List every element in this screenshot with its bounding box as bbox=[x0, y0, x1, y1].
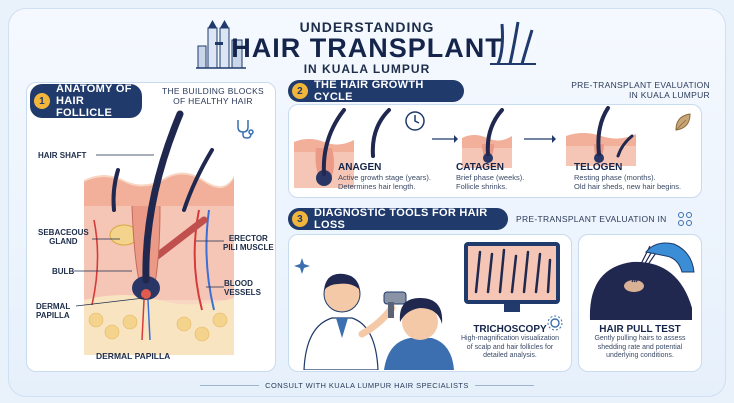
phase-telogen: TELOGEN Resting phase (months). Old hair… bbox=[574, 162, 700, 191]
tool-hair-pull-desc2: shedding rate and potential bbox=[597, 343, 683, 351]
section3-title: DIAGNOSTIC TOOLS FOR HAIR LOSS bbox=[314, 207, 488, 231]
label-dermal-papilla-side: DERMAL PAPILLA bbox=[36, 302, 70, 320]
hair-pull-illustration bbox=[589, 242, 695, 320]
arrow-right-icon bbox=[432, 135, 458, 143]
section2-number: 2 bbox=[292, 83, 308, 99]
leader-line-hair-shaft bbox=[96, 154, 154, 156]
section3-number: 3 bbox=[292, 211, 308, 227]
footer-divider-right bbox=[474, 385, 534, 386]
label-dermal-line1: DERMAL bbox=[36, 302, 71, 311]
follicle-anatomy-diagram bbox=[84, 110, 234, 355]
phase-telogen-desc1: Resting phase (months). bbox=[574, 173, 656, 182]
phase-anagen: ANAGEN Active growth stage (years). Dete… bbox=[338, 162, 458, 191]
title-top-line: UNDERSTANDING bbox=[299, 19, 435, 35]
anagen-hair-illustration bbox=[370, 108, 391, 158]
tool-trichoscopy: TRICHOSCOPY High-magnification visualiza… bbox=[452, 324, 568, 361]
section1-tagline-line1: THE BUILDING BLOCKS bbox=[161, 86, 265, 96]
catagen-illustration bbox=[462, 108, 512, 168]
leader-line-blood bbox=[206, 286, 224, 288]
phase-catagen: CATAGEN Brief phase (weeks). Follicle sh… bbox=[456, 162, 566, 191]
page-title: HAIR TRANSPLANT bbox=[231, 33, 503, 63]
label-erector-pili-muscle: ERECTOR PILI MUSCLE bbox=[223, 234, 274, 252]
tool-hair-pull-test: HAIR PULL TEST Gently pulling hairs to a… bbox=[582, 324, 698, 361]
tool-trichoscopy-desc3: detailed analysis. bbox=[483, 352, 537, 359]
phase-catagen-name: CATAGEN bbox=[456, 162, 504, 173]
label-sebaceous-line1: SEBACEOUS bbox=[38, 228, 89, 237]
phase-catagen-desc2: Follicle shrinks. bbox=[456, 182, 508, 191]
label-dermal-line2: PAPILLA bbox=[36, 311, 70, 320]
footer-divider-left bbox=[200, 385, 260, 386]
label-sebaceous-gland: SEBACEOUS GLAND bbox=[38, 228, 89, 246]
tool-hair-pull-desc1: Gently pulling hairs to assess bbox=[594, 335, 686, 342]
settings-icon bbox=[547, 315, 563, 331]
leader-line-sebaceous bbox=[92, 238, 120, 240]
section1-tagline: THE BUILDING BLOCKS OF HEALTHY HAIR bbox=[158, 86, 268, 106]
footer-text: CONSULT WITH KUALA LUMPUR HAIR SPECIALIS… bbox=[265, 381, 469, 390]
leader-line-bulb bbox=[74, 270, 132, 272]
tool-hair-pull-name: HAIR PULL TEST bbox=[599, 324, 681, 335]
hair-follicle-logo-icon bbox=[490, 21, 536, 65]
phase-anagen-name: ANAGEN bbox=[338, 162, 382, 173]
title-sub-line: IN KUALA LUMPUR bbox=[303, 62, 431, 76]
label-erector-line1: ERECTOR bbox=[228, 234, 268, 243]
label-bulb: BULB bbox=[52, 267, 75, 276]
tool-hair-pull-desc3: underlying conditions. bbox=[606, 352, 674, 359]
label-sebaceous-line2: GLAND bbox=[49, 237, 78, 246]
section2-header: 2 THE HAIR GROWTH CYCLE bbox=[288, 79, 464, 103]
section1-tagline-line2: OF HEALTHY HAIR bbox=[173, 96, 253, 106]
section1-header: 1 ANATOMY OF HAIR FOLLICLE bbox=[30, 83, 142, 119]
section3-tagline: PRE-TRANSPLANT EVALUATION IN bbox=[516, 214, 667, 224]
stethoscope-icon bbox=[237, 120, 254, 139]
phase-telogen-desc2: Old hair sheds, new hair begins. bbox=[574, 182, 682, 191]
label-blood-line1: BLOOD bbox=[224, 279, 253, 288]
tool-trichoscopy-desc2: of scalp and hair follicles for bbox=[466, 343, 554, 351]
phase-anagen-desc2: Determines hair length. bbox=[338, 182, 416, 191]
molecule-icon bbox=[678, 212, 692, 226]
tool-trichoscopy-desc1: High-magnification visualization bbox=[460, 335, 560, 342]
anagen-illustration bbox=[294, 108, 354, 188]
section1-title-line2: HAIR FOLLICLE bbox=[56, 95, 113, 119]
section1-number: 1 bbox=[34, 93, 50, 109]
section2-title: THE HAIR GROWTH CYCLE bbox=[314, 79, 424, 103]
section2-tagline: PRE-TRANSPLANT EVALUATION IN KUALA LUMPU… bbox=[540, 80, 710, 100]
leader-line-erector bbox=[196, 240, 224, 242]
section1-title-line1: ANATOMY OF bbox=[56, 83, 132, 95]
leader-line-dermal bbox=[76, 297, 145, 307]
label-hair-shaft: HAIR SHAFT bbox=[38, 151, 87, 160]
tool-trichoscopy-name: TRICHOSCOPY bbox=[473, 324, 547, 335]
section2-tagline-line1: PRE-TRANSPLANT EVALUATION bbox=[571, 80, 710, 90]
arrow-right-icon-2 bbox=[524, 135, 556, 143]
section2-tagline-line2: IN KUALA LUMPUR bbox=[628, 90, 710, 100]
skyline-icon bbox=[196, 20, 246, 69]
phase-catagen-desc1: Brief phase (weeks). bbox=[456, 173, 525, 182]
label-blood-vessels: BLOOD VESSELS bbox=[224, 279, 261, 297]
trichoscopy-illustration bbox=[294, 258, 454, 370]
phase-telogen-name: TELOGEN bbox=[574, 162, 623, 173]
label-erector-line2: PILI MUSCLE bbox=[223, 243, 274, 252]
label-blood-line2: VESSELS bbox=[224, 288, 261, 297]
telogen-illustration bbox=[566, 106, 636, 166]
leaf-icon bbox=[675, 113, 691, 131]
microscope-monitor-icon bbox=[464, 242, 560, 312]
phase-anagen-desc1: Active growth stage (years). bbox=[338, 173, 431, 182]
footer: CONSULT WITH KUALA LUMPUR HAIR SPECIALIS… bbox=[200, 381, 534, 390]
clock-icon bbox=[405, 111, 425, 131]
section3-header: 3 DIAGNOSTIC TOOLS FOR HAIR LOSS bbox=[288, 207, 508, 231]
label-dermal-papilla-bottom: DERMAL PAPILLA bbox=[96, 351, 171, 361]
